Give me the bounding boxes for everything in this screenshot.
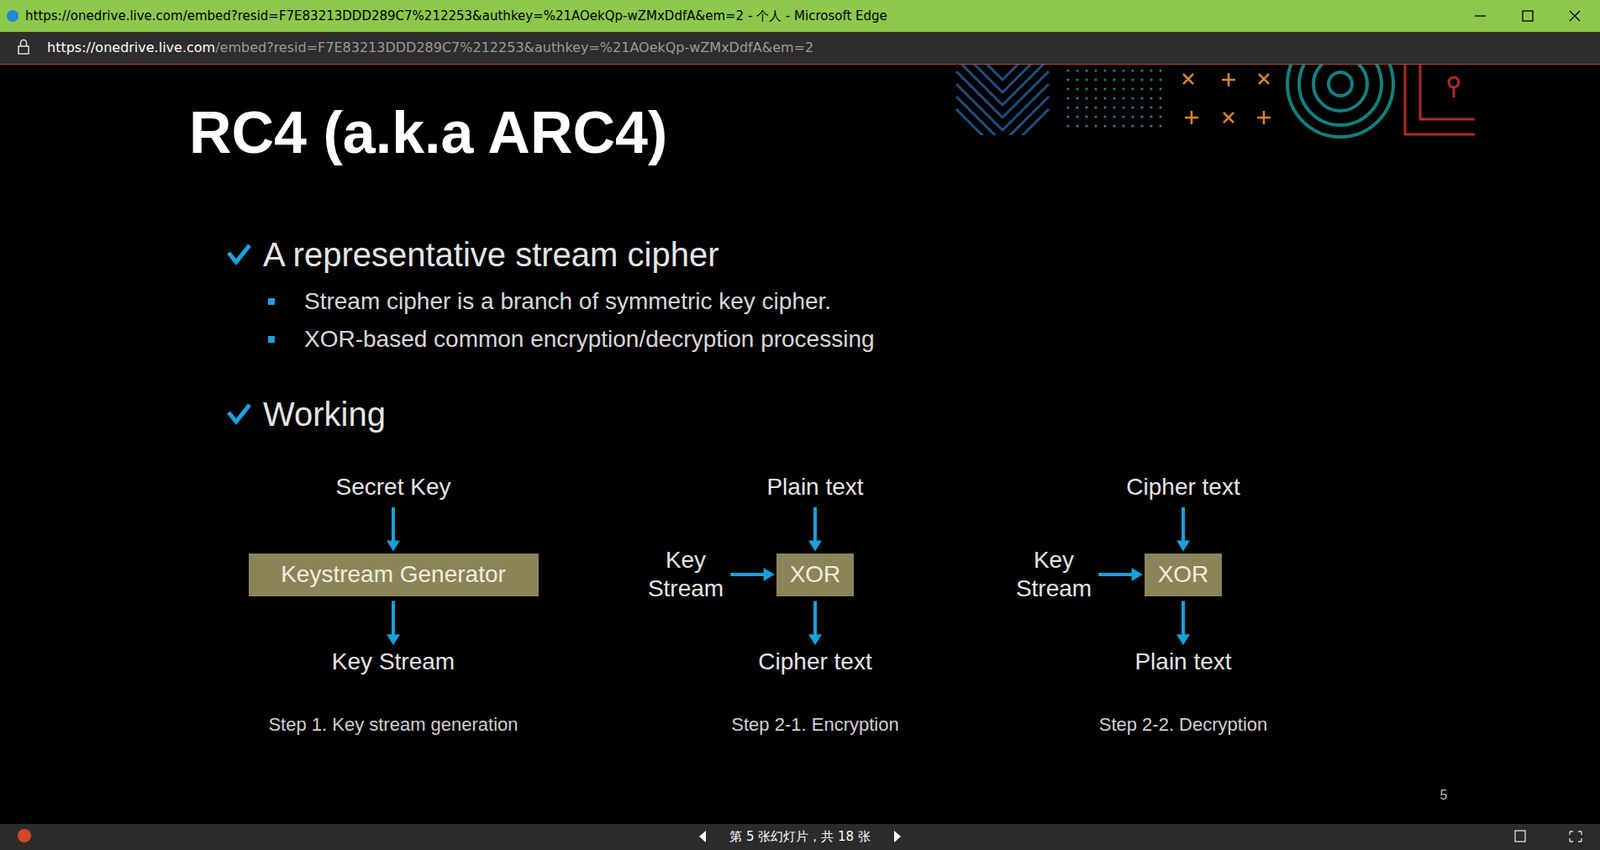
- text-node: Secret Key: [334, 472, 453, 503]
- square-bullet: [268, 298, 275, 306]
- arrow-head: [1176, 634, 1190, 646]
- arrow-connector: [1176, 601, 1190, 647]
- step-caption: Step 2-2. Decryption: [1099, 714, 1269, 737]
- arrow-connector: [386, 507, 400, 553]
- check-mark: [228, 245, 250, 263]
- app-icon: [17, 829, 32, 843]
- process-box: Keystream Generator: [248, 553, 539, 597]
- arrow-head: [763, 568, 775, 582]
- slide-title: RC4 (a.k.a ARC4): [189, 97, 668, 169]
- browser-icon: [6, 10, 19, 22]
- node-text: XOR: [1157, 560, 1210, 590]
- view-icon: [1515, 831, 1526, 843]
- url-host: https://onedrive.live.com: [47, 39, 216, 56]
- node-text: Cipher text: [757, 647, 872, 677]
- minimize-icon: [1474, 15, 1486, 16]
- connector-line: [730, 573, 767, 577]
- connector-line: [1098, 573, 1135, 577]
- connector-line: [1181, 601, 1185, 638]
- fullscreen-icon: [1569, 831, 1582, 843]
- node-text: XOR: [789, 560, 842, 590]
- title-bar: [0, 0, 1600, 32]
- arrow-head: [386, 634, 400, 646]
- connector-line: [813, 601, 817, 638]
- text-node: Key Stream: [330, 647, 457, 678]
- node-text: Plain text: [766, 473, 864, 502]
- arrow-head: [386, 541, 400, 553]
- text-node: Key Stream: [646, 545, 726, 604]
- node-text: Key Stream: [647, 546, 724, 603]
- next-arrow: [894, 831, 901, 843]
- arrow-connector: [1098, 568, 1143, 582]
- circle-pattern: [1287, 64, 1394, 137]
- maximize-icon: [1522, 10, 1533, 22]
- node-text: Key Stream: [331, 647, 455, 677]
- step-caption: Step 2-1. Encryption: [731, 714, 899, 737]
- bullet-text: Working: [263, 394, 386, 435]
- chevron-pattern: [956, 64, 1049, 136]
- bullet-text: A representative stream cipher: [263, 234, 719, 275]
- url-path: /embed?resid=F7E83213DDD289C7%212253&aut…: [215, 39, 814, 56]
- arrow-connector: [1176, 507, 1190, 553]
- frame-pattern: [1405, 64, 1475, 135]
- lock-icon: [18, 40, 29, 54]
- arrow-head: [808, 634, 822, 646]
- node-text: Secret Key: [336, 473, 452, 502]
- status-bar: [0, 824, 1600, 850]
- arrow-connector: [808, 601, 822, 647]
- process-box: XOR: [1144, 553, 1223, 597]
- connector-line: [391, 601, 395, 638]
- prev-arrow: [699, 831, 706, 843]
- cross-pattern: [1183, 73, 1271, 125]
- slide-border: [0, 63, 1600, 65]
- node-text: Key Stream: [1015, 546, 1092, 603]
- sub-bullet-text: XOR-based common encryption/decryption p…: [304, 325, 875, 354]
- arrow-connector: [808, 507, 822, 553]
- connector-line: [1181, 507, 1185, 544]
- check-mark: [228, 405, 250, 422]
- step-caption: Step 1. Key stream generation: [268, 714, 518, 737]
- slide-counter: 第 5 张幻灯片，共 18 张: [729, 829, 871, 845]
- text-node: Key Stream: [1014, 545, 1094, 604]
- close-icon: [1569, 10, 1580, 22]
- sub-bullet-text: Stream cipher is a branch of symmetric k…: [304, 287, 832, 316]
- text-node: Cipher text: [756, 647, 874, 678]
- arrow-head: [808, 541, 822, 553]
- arrow-head: [1176, 541, 1190, 553]
- address-bar: [0, 31, 1600, 64]
- page-number: 5: [1440, 787, 1448, 804]
- node-text: Cipher text: [1126, 473, 1240, 502]
- connector-line: [391, 507, 395, 544]
- arrow-head: [1131, 568, 1143, 582]
- node-text: Keystream Generator: [280, 560, 506, 590]
- window-title: https://onedrive.live.com/embed?resid=F7…: [25, 8, 888, 24]
- text-node: Plain text: [764, 472, 865, 503]
- arrow-connector: [730, 568, 775, 582]
- square-bullet: [268, 336, 275, 343]
- text-node: Cipher text: [1124, 472, 1242, 503]
- text-node: Plain text: [1132, 647, 1233, 678]
- node-text: Plain text: [1134, 647, 1232, 677]
- dot-pattern: [1066, 68, 1169, 134]
- connector-line: [813, 507, 817, 544]
- process-box: XOR: [776, 553, 855, 597]
- arrow-connector: [386, 601, 400, 647]
